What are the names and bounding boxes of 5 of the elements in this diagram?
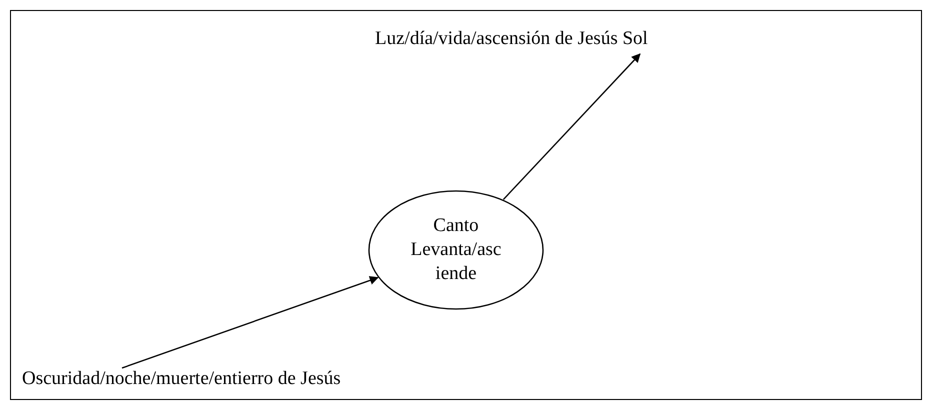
arrow: [122, 276, 379, 369]
arrow: [502, 53, 641, 200]
text-label: Oscuridad/noche/muerte/entierro de Jesús: [22, 368, 362, 394]
text-label: Luz/día/vida/ascensión de Jesús Sol: [375, 28, 648, 54]
ellipse-label: Canto Levanta/asc iende: [410, 214, 502, 286]
